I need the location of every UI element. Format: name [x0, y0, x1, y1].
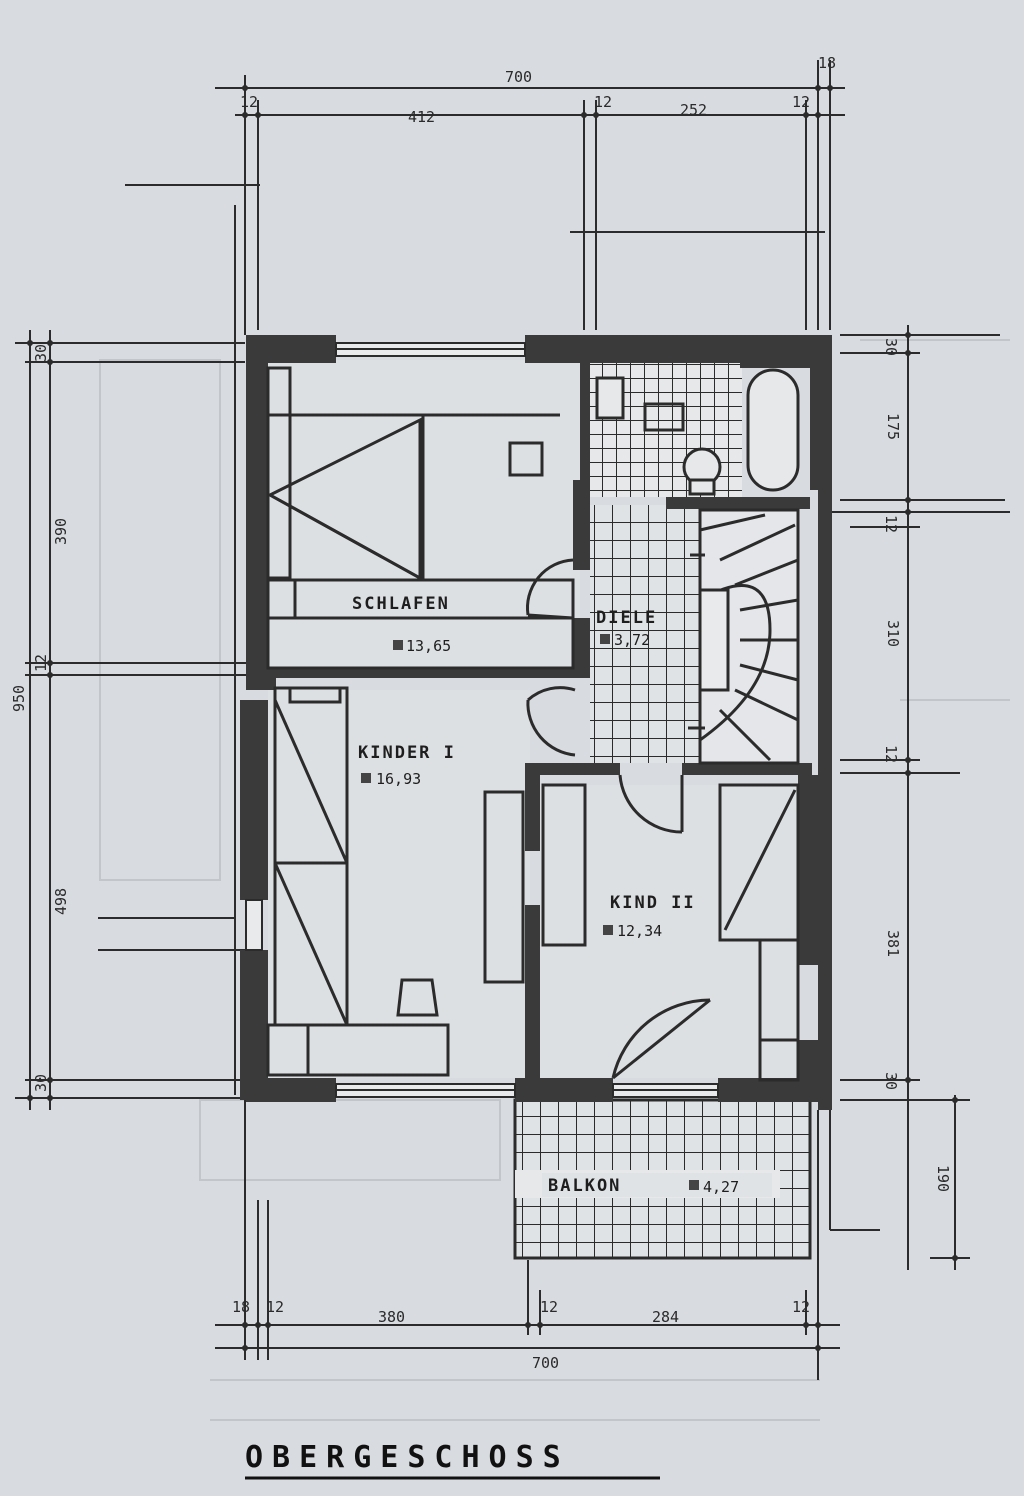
dim-top-right: 252	[680, 101, 707, 119]
dim-top-wall-left: 12	[240, 93, 258, 111]
room-label-balkon: BALKON	[548, 1176, 621, 1196]
dim-left-total: 950	[10, 685, 28, 712]
door-swings	[525, 558, 711, 1080]
dim-right-mid: 310	[884, 620, 902, 647]
dim-bottom-wall-a: 18	[232, 1298, 250, 1316]
dim-right-bottom-wall: 30	[882, 1072, 900, 1090]
room-area-kind2: 12,34	[617, 922, 662, 940]
dim-bottom-wall-b: 12	[266, 1298, 284, 1316]
area-marker-kind2	[603, 925, 613, 935]
dim-bottom-left: 380	[378, 1308, 405, 1326]
dim-top-wall-right: 12	[792, 93, 810, 111]
dim-right-wall-1: 12	[882, 515, 900, 533]
dim-top-wall-mid: 12	[594, 93, 612, 111]
room-label-kinder1: KINDER I	[358, 743, 456, 763]
dim-left-lower: 498	[52, 888, 70, 915]
dimension-ticks-bottom	[242, 1322, 821, 1351]
dim-bottom-total: 700	[532, 1354, 559, 1372]
dim-bottom-wall-right: 12	[792, 1298, 810, 1316]
dim-left-upper: 390	[52, 518, 70, 545]
plan-title: OBERGESCHOSS	[245, 1440, 570, 1475]
dim-bottom-right: 284	[652, 1308, 679, 1326]
staircase	[688, 508, 800, 765]
area-marker-kinder1	[361, 773, 371, 783]
dim-right-wall-2: 12	[882, 745, 900, 763]
dimension-ticks-left	[27, 340, 53, 1101]
dimension-lines-left	[15, 330, 250, 1110]
room-area-balkon: 4,27	[703, 1178, 739, 1196]
area-marker-schlafen	[393, 640, 403, 650]
area-marker-diele	[600, 634, 610, 644]
dim-left-bottom-wall: 30	[32, 1074, 50, 1092]
windows	[245, 342, 719, 1098]
dimension-lines-top	[125, 60, 845, 1095]
room-label-schlafen: SCHLAFEN	[352, 594, 450, 614]
background-ghost-lines	[99, 339, 1010, 1421]
dim-bottom-wall-mid: 12	[540, 1298, 558, 1316]
dim-top-left: 412	[408, 108, 435, 126]
dim-top-corner: 18	[818, 54, 836, 72]
room-label-diele: DIELE	[596, 608, 657, 628]
room-area-diele: 3,72	[614, 631, 650, 649]
bathroom-fixtures	[595, 368, 800, 496]
area-marker-balkon	[689, 1180, 699, 1190]
dimension-ticks-right	[905, 332, 958, 1261]
dim-left-mid-wall: 12	[32, 654, 50, 672]
dim-right-top-wall: 30	[882, 338, 900, 356]
walls	[240, 335, 832, 1110]
dim-left-top-wall: 30	[32, 344, 50, 362]
furniture	[266, 366, 800, 1082]
room-area-schlafen: 13,65	[406, 637, 451, 655]
dim-top-total: 700	[505, 68, 532, 86]
dim-right-lower: 381	[884, 930, 902, 957]
room-label-kind2: KIND II	[610, 893, 696, 913]
room-area-kinder1: 16,93	[376, 770, 421, 788]
dim-right-balcony: 190	[934, 1165, 952, 1192]
dim-right-top: 175	[884, 413, 902, 440]
dimension-lines-right	[825, 325, 1010, 1270]
dimension-ticks-top	[242, 85, 833, 118]
